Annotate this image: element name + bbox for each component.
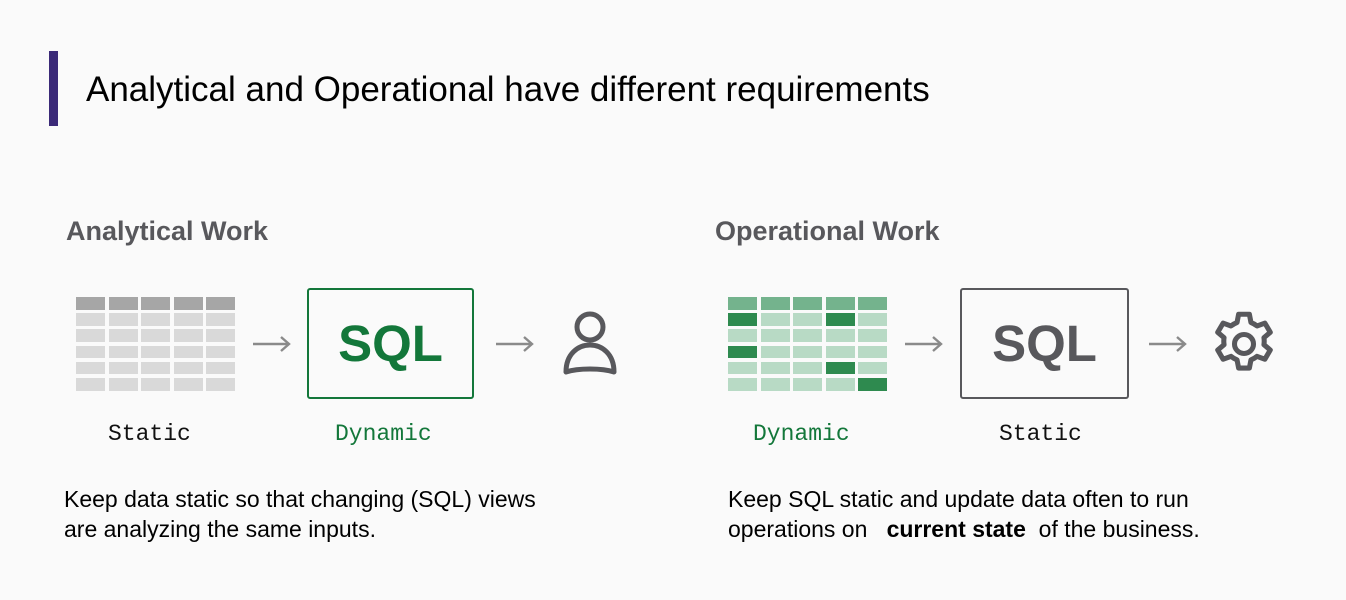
table-cell — [760, 377, 790, 391]
table-cell — [728, 377, 757, 391]
table-cell — [141, 345, 170, 359]
table-cell — [728, 313, 757, 326]
table-cell — [728, 361, 757, 375]
table-cell — [728, 329, 757, 342]
analytical-description: Keep data static so that changing (SQL) … — [64, 484, 536, 544]
table-cell — [76, 377, 105, 391]
table-cell — [825, 361, 855, 375]
description-line: operations on current state of the busin… — [728, 514, 1200, 544]
table-header-cell — [760, 297, 790, 310]
title-accent-bar — [49, 51, 58, 126]
table-cell — [141, 329, 170, 342]
table-cell — [825, 313, 855, 326]
table-cell — [760, 329, 790, 342]
table-cell — [206, 345, 235, 359]
table-cell — [108, 361, 138, 375]
table-cell — [206, 377, 235, 391]
arrow-right-icon — [1149, 336, 1187, 352]
operational-data-label: Dynamic — [753, 421, 850, 447]
table-cell — [858, 377, 887, 391]
table-cell — [206, 329, 235, 342]
dynamic-data-table-icon — [728, 297, 887, 391]
table-cell — [793, 377, 822, 391]
description-line: are analyzing the same inputs. — [64, 516, 376, 542]
page-title: Analytical and Operational have differen… — [86, 70, 930, 109]
table-cell — [858, 361, 887, 375]
table-header-cell — [793, 297, 822, 310]
table-cell — [76, 329, 105, 342]
table-cell — [76, 361, 105, 375]
table-cell — [173, 377, 203, 391]
table-cell — [793, 361, 822, 375]
table-cell — [760, 313, 790, 326]
user-icon — [563, 311, 617, 375]
table-cell — [728, 345, 757, 359]
table-cell — [141, 377, 170, 391]
table-cell — [108, 377, 138, 391]
sql-box-analytical: SQL — [307, 288, 474, 399]
table-cell — [793, 345, 822, 359]
table-header-cell — [108, 297, 138, 310]
table-header-cell — [825, 297, 855, 310]
emphasis-current-state: current state — [886, 516, 1026, 542]
table-cell — [173, 361, 203, 375]
operational-description: Keep SQL static and update data often to… — [728, 484, 1200, 544]
static-data-table-icon — [76, 297, 235, 391]
sql-label: SQL — [992, 315, 1097, 372]
table-cell — [108, 345, 138, 359]
table-header-cell — [206, 297, 235, 310]
analytical-section-title: Analytical Work — [66, 216, 269, 246]
table-cell — [825, 345, 855, 359]
table-cell — [108, 313, 138, 326]
table-cell — [793, 329, 822, 342]
table-cell — [858, 313, 887, 326]
gear-icon — [1215, 311, 1273, 371]
table-cell — [825, 377, 855, 391]
table-header-cell — [173, 297, 203, 310]
arrow-right-icon — [905, 336, 943, 352]
table-cell — [206, 361, 235, 375]
operational-sql-label: Static — [999, 421, 1082, 447]
description-line: Keep SQL static and update data often to… — [728, 486, 1189, 512]
description-text: operations on — [728, 516, 874, 542]
table-cell — [206, 313, 235, 326]
table-cell — [141, 361, 170, 375]
table-header-cell — [141, 297, 170, 310]
table-cell — [173, 313, 203, 326]
arrow-right-icon — [496, 336, 534, 352]
arrow-right-icon — [253, 336, 291, 352]
table-cell — [76, 345, 105, 359]
table-cell — [825, 329, 855, 342]
analytical-data-label: Static — [108, 421, 191, 447]
table-cell — [858, 345, 887, 359]
table-cell — [173, 345, 203, 359]
table-header-cell — [858, 297, 887, 310]
table-cell — [760, 345, 790, 359]
table-cell — [108, 329, 138, 342]
analytical-sql-label: Dynamic — [335, 421, 432, 447]
table-cell — [76, 313, 105, 326]
description-text: of the business. — [1032, 516, 1200, 542]
table-cell — [141, 313, 170, 326]
table-cell — [858, 329, 887, 342]
sql-box-operational: SQL — [960, 288, 1129, 399]
table-header-cell — [76, 297, 105, 310]
table-cell — [760, 361, 790, 375]
sql-label: SQL — [338, 315, 443, 372]
table-cell — [793, 313, 822, 326]
description-line: Keep data static so that changing (SQL) … — [64, 486, 536, 512]
table-header-cell — [728, 297, 757, 310]
table-cell — [173, 329, 203, 342]
operational-section-title: Operational Work — [715, 216, 940, 246]
